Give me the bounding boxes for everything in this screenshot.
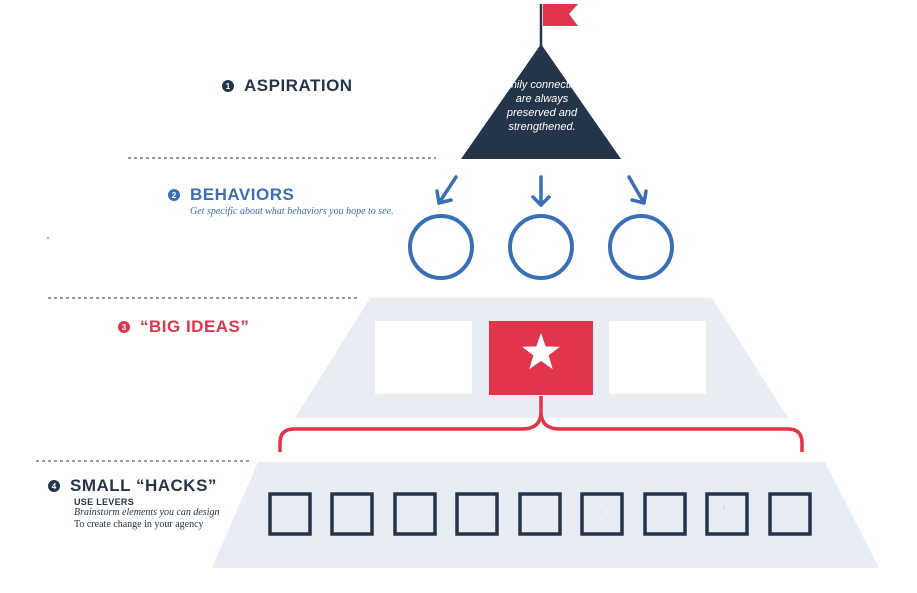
hack-box [268, 492, 312, 536]
behavior-circle [508, 214, 574, 280]
level-3-title: “BIG IDEAS” [140, 317, 250, 336]
levers-line-2: To create change in your agency [74, 519, 204, 530]
flag-icon [543, 4, 578, 26]
behavior-circle [408, 214, 474, 280]
hack-box-mark [601, 511, 603, 513]
hack-boxes [268, 492, 812, 536]
arrow-right [627, 175, 648, 205]
arrow-left [435, 175, 458, 205]
behavior-arrows [435, 175, 648, 207]
hack-box [455, 492, 499, 536]
behavior-circle [608, 214, 674, 280]
level-2-label: 2 BEHAVIORS [168, 185, 294, 205]
level-4-title: SMALL “HACKS” [70, 476, 217, 495]
aspiration-statement: Family connections are always preserved … [494, 79, 590, 133]
level-number-badge: 3 [118, 321, 130, 333]
level-number-badge: 1 [222, 80, 234, 92]
level-1-title: ASPIRATION [244, 76, 353, 95]
red-bracket [278, 396, 804, 452]
hack-box [393, 492, 437, 536]
hack-box [643, 492, 687, 536]
levers-heading: USE LEVERS [74, 497, 135, 507]
idea-box [375, 321, 472, 394]
level-number-badge: 4 [48, 480, 60, 492]
level-number-badge: 2 [168, 189, 180, 201]
arrow-center [531, 175, 551, 207]
level-3-label: 3 “BIG IDEAS” [118, 317, 249, 337]
hack-box [518, 492, 562, 536]
level-4-label: 4 SMALL “HACKS” [48, 476, 217, 496]
small-hacks-trapezoid [212, 462, 879, 568]
hack-box [768, 492, 812, 536]
levers-line-1: Brainstorm elements you can design [74, 507, 220, 518]
star-icon [522, 333, 560, 370]
level-2-title: BEHAVIORS [190, 185, 295, 204]
idea-box [609, 321, 706, 394]
hack-box [580, 492, 624, 536]
hack-box [330, 492, 374, 536]
level-2-subtitle: Get specific about what behaviors you ho… [190, 206, 394, 217]
level-1-label: 1 ASPIRATION [222, 76, 353, 96]
stray-dot [47, 237, 49, 239]
aspiration-triangle [461, 44, 621, 159]
hack-box [705, 492, 749, 536]
